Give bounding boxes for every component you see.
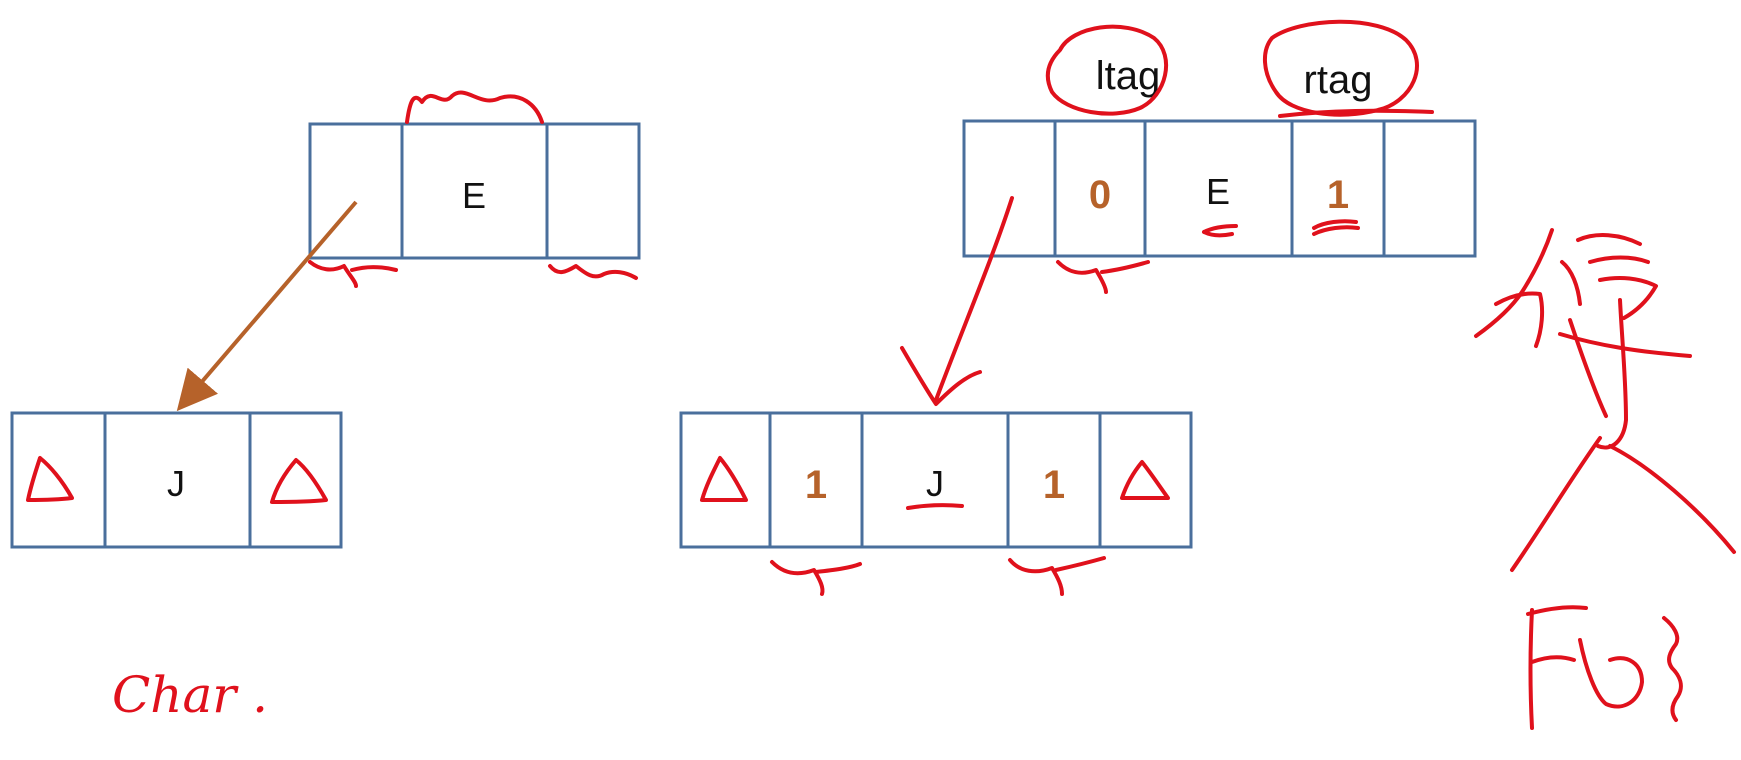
left-child-rchild-cell: [248, 411, 343, 549]
left-child-lchild-triangle: [26, 456, 74, 502]
right-child-lchild-cell: [679, 411, 772, 549]
right-child-rtag-value: 1: [1043, 463, 1065, 507]
right-ltag-brace-bottom: [1056, 260, 1150, 294]
right-child-lchild-triangle: [700, 456, 748, 503]
right-child-data-underline: [906, 503, 964, 510]
left-parent-rchild-cell: [545, 122, 641, 260]
left-parent-data-cell: [400, 122, 549, 260]
rtag-circle: [1263, 19, 1419, 117]
right-child-data-text: J: [926, 463, 944, 504]
right-parent-rtag-value: 1: [1327, 173, 1349, 217]
char-note: Char .: [112, 666, 268, 724]
right-child-rchild-cell: [1098, 411, 1193, 549]
rtag-underline: [1278, 108, 1434, 118]
left-parent-data-text: E: [462, 175, 486, 216]
right-parent-rchild-cell: [1382, 119, 1477, 258]
left-child-data-text: J: [167, 463, 185, 504]
right-child-ltag-cell: [768, 411, 864, 549]
left-parent-node: E: [308, 122, 641, 260]
right-parent-data-text: E: [1206, 171, 1230, 212]
rtag-label: rtag: [1304, 58, 1373, 102]
ltag-circle: [1045, 24, 1169, 116]
left-data-brace-top: [405, 90, 544, 124]
right-parent-lchild-cell: [962, 119, 1057, 258]
right-rtag-underline: [1312, 219, 1360, 236]
handwritten-glyphs-right: [1474, 228, 1736, 730]
left-lchild-brace-bottom: [308, 260, 398, 288]
right-child-node: 1 J 1: [679, 411, 1193, 549]
right-parent-node: 0 E 1: [962, 119, 1477, 258]
right-child-rtag-brace-bottom: [1008, 556, 1106, 596]
left-rchild-brace-bottom: [548, 264, 638, 280]
right-parent-rtag-cell: [1290, 119, 1386, 258]
left-pointer-arrow: [176, 200, 358, 412]
right-parent-ltag-cell: [1053, 119, 1147, 258]
right-child-ltag-value: 1: [805, 463, 827, 507]
right-parent-ltag-value: 0: [1089, 173, 1111, 217]
right-child-ltag-brace-bottom: [770, 560, 862, 596]
right-child-rtag-cell: [1006, 411, 1102, 549]
handwritten-annotations: Char .: [26, 19, 1736, 730]
right-data-underline: [1202, 224, 1238, 238]
ltag-label: ltag: [1096, 54, 1161, 98]
left-child-rchild-triangle: [270, 458, 328, 504]
right-child-data-cell: [860, 411, 1010, 549]
right-pointer-arrow: [900, 196, 1014, 406]
right-child-rchild-triangle: [1120, 460, 1170, 500]
